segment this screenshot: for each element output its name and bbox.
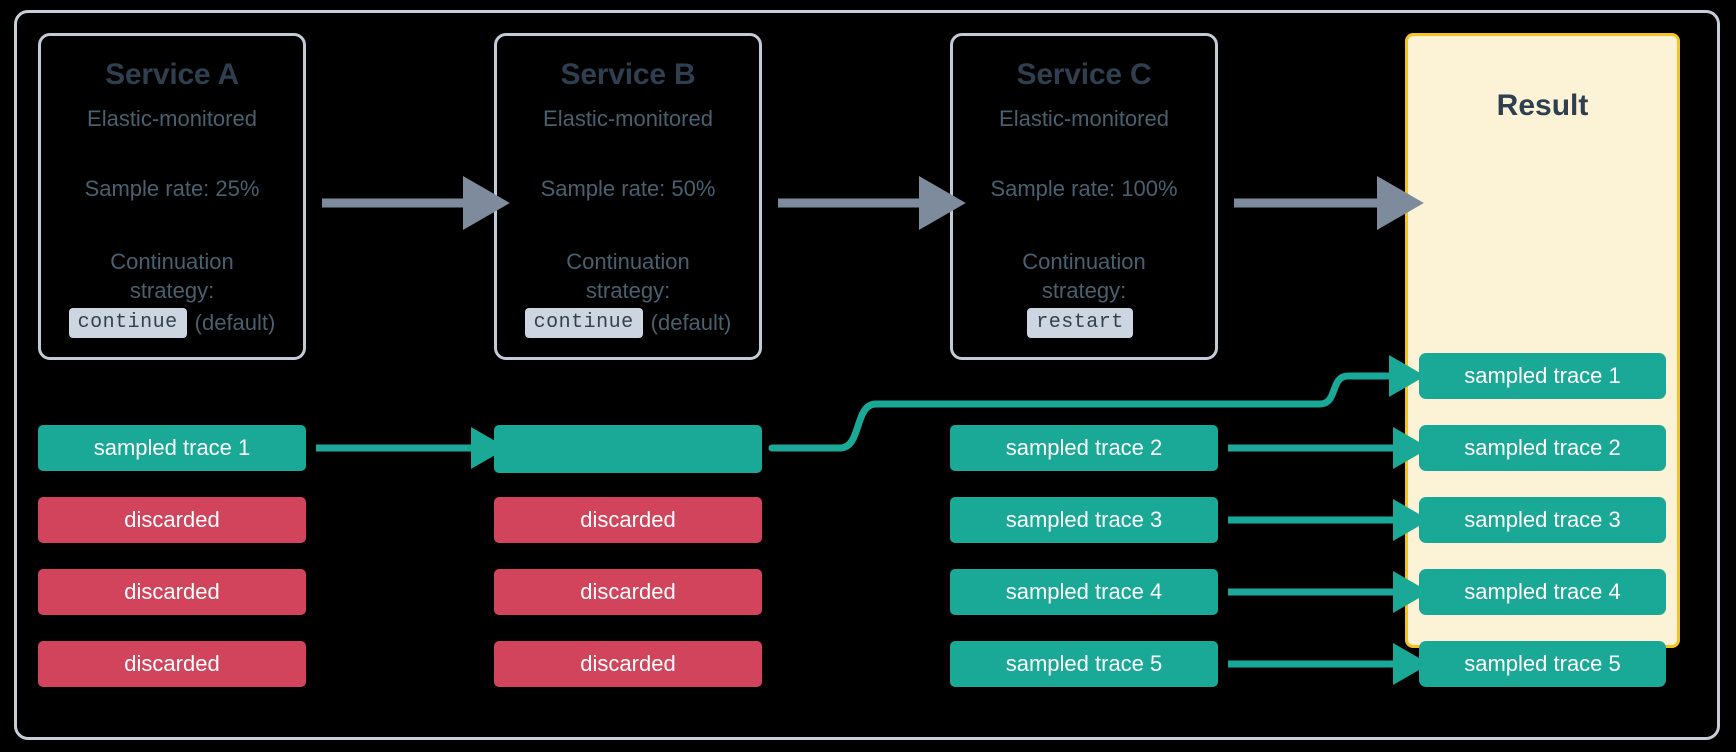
service-c-strategy-badge: restart: [1027, 308, 1133, 339]
service-c-title: Service C: [1016, 58, 1152, 91]
service-c-sample-rate: Sample rate: 100%: [990, 176, 1178, 201]
service-c-strategy-row: restart: [953, 308, 1215, 339]
trace-chip-b-2: discarded: [494, 497, 762, 543]
service-card-c: Service C Elastic-monitored Sample rate:…: [950, 33, 1218, 360]
trace-chip-b-1: [494, 425, 762, 473]
service-b-sample-rate: Sample rate: 50%: [540, 176, 716, 201]
trace-chip-b-4: discarded: [494, 641, 762, 687]
service-b-strategy-row: continue (default): [497, 308, 759, 339]
service-a-strategy-label: Continuation strategy:: [110, 249, 234, 304]
service-b-strategy-label: Continuation strategy:: [566, 249, 690, 304]
result-trace-chip-4: sampled trace 4: [1419, 569, 1666, 615]
result-trace-chip-5: sampled trace 5: [1419, 641, 1666, 687]
result-panel: Result: [1405, 33, 1680, 648]
service-b-title: Service B: [560, 58, 696, 91]
service-b-monitored: Elastic-monitored: [543, 106, 713, 131]
trace-chip-c-3: sampled trace 4: [950, 569, 1218, 615]
trace-chip-a-4: discarded: [38, 641, 306, 687]
diagram-outer-frame: [14, 10, 1720, 740]
trace-chip-a-3: discarded: [38, 569, 306, 615]
trace-chip-a-1: sampled trace 1: [38, 425, 306, 471]
service-card-a: Service A Elastic-monitored Sample rate:…: [38, 33, 306, 360]
result-trace-chip-3: sampled trace 3: [1419, 497, 1666, 543]
service-a-monitored: Elastic-monitored: [87, 106, 257, 131]
service-a-sample-rate: Sample rate: 25%: [84, 176, 260, 201]
service-a-strategy-badge: continue: [68, 308, 187, 339]
service-c-monitored: Elastic-monitored: [999, 106, 1169, 131]
service-a-title: Service A: [105, 58, 239, 91]
trace-chip-c-2: sampled trace 3: [950, 497, 1218, 543]
service-b-strategy-note: (default): [650, 310, 732, 336]
trace-chip-c-1: sampled trace 2: [950, 425, 1218, 471]
result-trace-chip-2: sampled trace 2: [1419, 425, 1666, 471]
result-title: Result: [1496, 89, 1589, 122]
trace-chip-a-2: discarded: [38, 497, 306, 543]
trace-chip-c-4: sampled trace 5: [950, 641, 1218, 687]
result-trace-chip-1: sampled trace 1: [1419, 353, 1666, 399]
service-a-strategy-row: continue (default): [41, 308, 303, 339]
service-b-strategy-badge: continue: [524, 308, 643, 339]
trace-chip-b-3: discarded: [494, 569, 762, 615]
service-c-strategy-label: Continuation strategy:: [1022, 249, 1146, 304]
service-a-strategy-note: (default): [194, 310, 276, 336]
service-card-b: Service B Elastic-monitored Sample rate:…: [494, 33, 762, 360]
